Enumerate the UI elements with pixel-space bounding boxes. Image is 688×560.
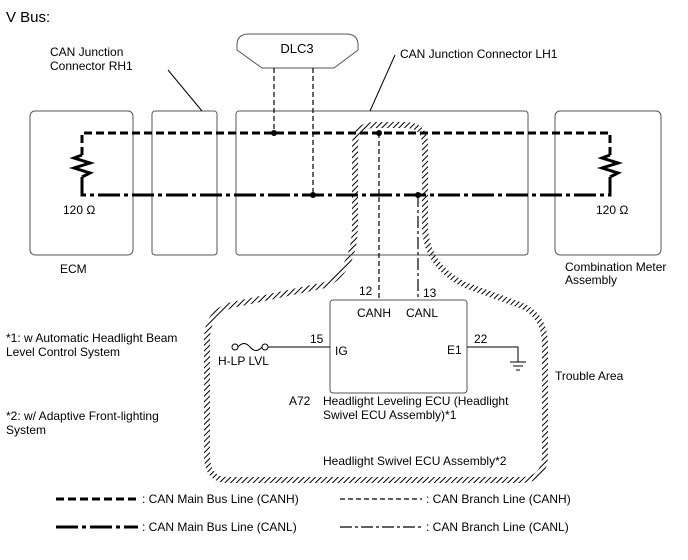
e1-terminal-label: E1: [447, 343, 462, 357]
canl-main-bus: [80, 177, 612, 197]
ecm-box: [29, 110, 134, 256]
dlc3-connector: [236, 33, 359, 69]
fuse-terminal: [231, 343, 239, 351]
canh-main-bus: [80, 131, 612, 155]
fuse-label: H-LP LVL: [218, 354, 269, 368]
pin-ig-number: 15: [310, 332, 324, 346]
pin-e1-number: 22: [474, 332, 488, 346]
rh1-connector-label: CAN Junction Connector RH1: [50, 45, 133, 73]
pin-canl-number: 13: [423, 286, 437, 300]
lh1-connector-box: [235, 110, 529, 256]
ecm-label: ECM: [60, 262, 87, 276]
fuse-icon: [237, 343, 263, 351]
meter-resistor-value: 120 Ω: [596, 203, 628, 217]
legend-branch-canh-label: : CAN Branch Line (CANH): [426, 492, 571, 506]
rh1-connector-box: [151, 110, 218, 256]
dlc3-label: DLC3: [280, 41, 313, 56]
canh-terminal-label: CANH: [357, 306, 391, 320]
ecm-resistor: [68, 153, 96, 179]
note-1: *1: w Automatic Headlight Beam Level Con…: [6, 331, 181, 359]
ecm-resistor-value: 120 Ω: [63, 203, 95, 217]
fuse-terminal: [261, 343, 269, 351]
ig-terminal-label: IG: [335, 344, 348, 358]
lh1-leader: [369, 54, 396, 112]
canl-terminal-label: CANL: [406, 306, 438, 320]
rh1-leader: [167, 69, 203, 112]
ecu-name-2: Headlight Swivel ECU Assembly*2: [323, 454, 507, 468]
combination-meter-label: Combination Meter Assembly: [565, 260, 670, 287]
trouble-area-label: Trouble Area: [555, 369, 624, 383]
legend-branch-canl-label: : CAN Branch Line (CANL): [426, 520, 569, 534]
pin-canh-number: 12: [359, 284, 373, 298]
junction-dot: [310, 192, 316, 198]
legend-main-canh-label: : CAN Main Bus Line (CANH): [142, 492, 299, 506]
trouble-area-outline: [204, 122, 548, 483]
ecu-name-1: Headlight Leveling ECU (Headlight Swivel…: [323, 394, 512, 422]
note-2: *2: w/ Adaptive Front-lighting System: [6, 409, 162, 437]
legend-main-canl-label: : CAN Main Bus Line (CANL): [142, 520, 297, 534]
diagram-title: V Bus:: [6, 9, 50, 26]
ecu-code: A72: [289, 394, 311, 408]
lh1-connector-label: CAN Junction Connector LH1: [400, 47, 558, 61]
e1-ground-wire: [467, 346, 519, 362]
combination-meter-box: [554, 110, 662, 256]
junction-dot: [271, 130, 277, 136]
meter-resistor: [596, 153, 624, 179]
